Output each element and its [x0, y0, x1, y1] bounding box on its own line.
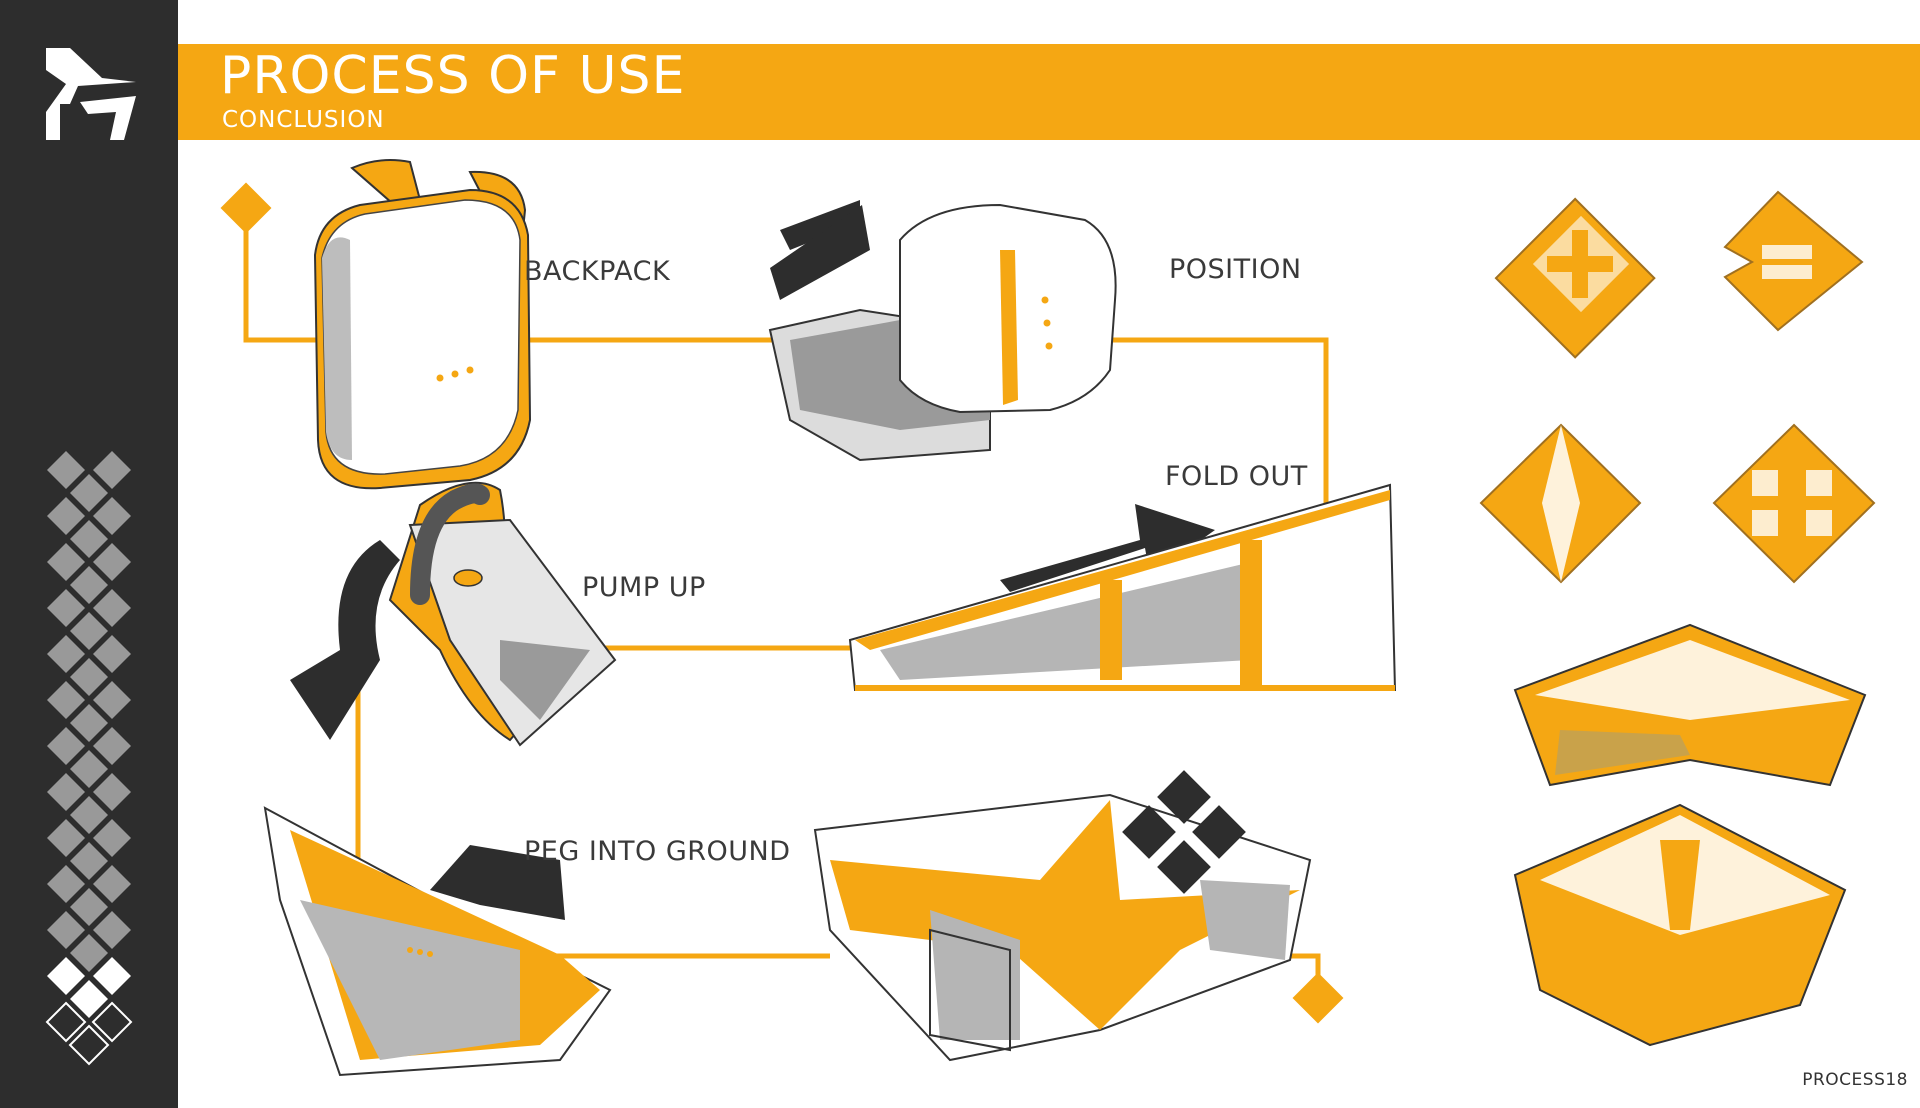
step-label-peg-into-ground: PEG INTO GROUND: [524, 836, 791, 867]
sidebar-diamond: [70, 658, 108, 696]
sidebar-diamond: [70, 566, 108, 604]
page-title: PROCESS OF USE: [220, 46, 686, 106]
sidebar-diamond: [91, 1001, 133, 1043]
sidebar-diamond: [70, 888, 108, 926]
sidebar-diamond: [93, 635, 131, 673]
backpack-illustration: [313, 159, 532, 490]
sidebar-diamond: [47, 589, 85, 627]
sidebar-diamond: [47, 497, 85, 535]
sidebar-diamond: [93, 911, 131, 949]
pump-up-illustration: [290, 481, 617, 747]
sidebar-diamond: [47, 957, 85, 995]
sidebar-diamond: [47, 727, 85, 765]
sidebar-diamond: [47, 681, 85, 719]
brand-logo-icon: [46, 48, 136, 140]
start-diamond-icon: [220, 182, 272, 234]
sidebar-diamond: [70, 612, 108, 650]
sidebar-diamond: [47, 911, 85, 949]
sidebar-diamond: [93, 957, 131, 995]
fold-out-illustration: [848, 483, 1397, 691]
sidebar-diamond: [70, 842, 108, 880]
sidebar-diamond: [47, 451, 85, 489]
page-number: PROCESS18: [1802, 1070, 1908, 1090]
sidebar-diamond: [47, 635, 85, 673]
sidebar-diamond: [93, 589, 131, 627]
sidebar-diamond: [93, 727, 131, 765]
sidebar-diamond: [70, 796, 108, 834]
shelter-perspective-1: [1513, 623, 1867, 787]
sidebar-diamond: [93, 451, 131, 489]
sidebar-diamond: [93, 819, 131, 857]
sidebar-diamond: [93, 497, 131, 535]
sidebar-diamond: [93, 865, 131, 903]
sidebar-diamond: [70, 934, 108, 972]
sidebar-diamond: [70, 980, 108, 1018]
sidebar-diamond: [47, 819, 85, 857]
step-label-position: POSITION: [1169, 254, 1302, 285]
sidebar-diamond: [47, 865, 85, 903]
position-illustration: [768, 200, 1117, 462]
plan-view-4: [1712, 423, 1876, 584]
sidebar-diamond: [70, 704, 108, 742]
sidebar-diamond: [93, 681, 131, 719]
sidebar: [0, 0, 178, 1108]
sidebar-diamond: [47, 543, 85, 581]
sidebar-diamond: [68, 1024, 110, 1066]
plan-view-1: [1494, 197, 1656, 359]
sidebar-diamond: [45, 1001, 87, 1043]
step-label-fold-out: FOLD OUT: [1165, 461, 1308, 492]
header-bar: [178, 44, 1920, 140]
shelter-perspective-2: [1513, 803, 1847, 1047]
sidebar-diamond: [70, 520, 108, 558]
sidebar-diamond: [70, 474, 108, 512]
plan-view-2: [1723, 190, 1864, 332]
step-label-pump-up: PUMP UP: [582, 572, 706, 603]
sidebar-diamond: [70, 750, 108, 788]
diamond-pattern: [45, 451, 133, 1066]
sidebar-graphics: [45, 48, 136, 1066]
peg-into-ground-illustration: [263, 806, 612, 1077]
sidebar-diamond: [47, 773, 85, 811]
end-diamond-icon: [1292, 972, 1344, 1024]
step-label-backpack: BACKPACK: [524, 256, 671, 287]
sidebar-diamond: [93, 543, 131, 581]
plan-view-3: [1479, 423, 1642, 584]
sidebar-diamond: [93, 773, 131, 811]
page-subtitle: CONCLUSION: [222, 107, 385, 133]
